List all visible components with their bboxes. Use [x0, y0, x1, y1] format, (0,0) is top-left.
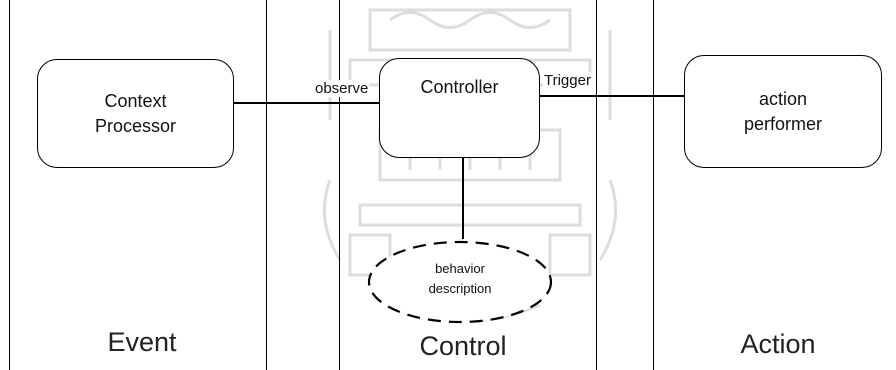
context-processor-node: Context Processor	[37, 59, 234, 168]
observe-label: observe	[314, 80, 369, 97]
observe-connector	[233, 102, 379, 104]
action-performer-label: action performer	[744, 87, 822, 136]
context-processor-label: Context Processor	[95, 89, 176, 138]
action-column-label: Action	[713, 329, 843, 360]
control-column-label: Control	[388, 331, 538, 362]
behavior-description-label: behavior description	[376, 259, 544, 299]
event-column	[9, 0, 267, 370]
trigger-connector	[540, 95, 685, 97]
action-performer-node: action performer	[684, 55, 882, 168]
event-column-label: Event	[72, 327, 212, 358]
trigger-label: Trigger	[543, 72, 592, 89]
controller-node: Controller	[379, 58, 540, 158]
behavior-connector	[462, 157, 464, 239]
controller-label: Controller	[420, 75, 498, 99]
